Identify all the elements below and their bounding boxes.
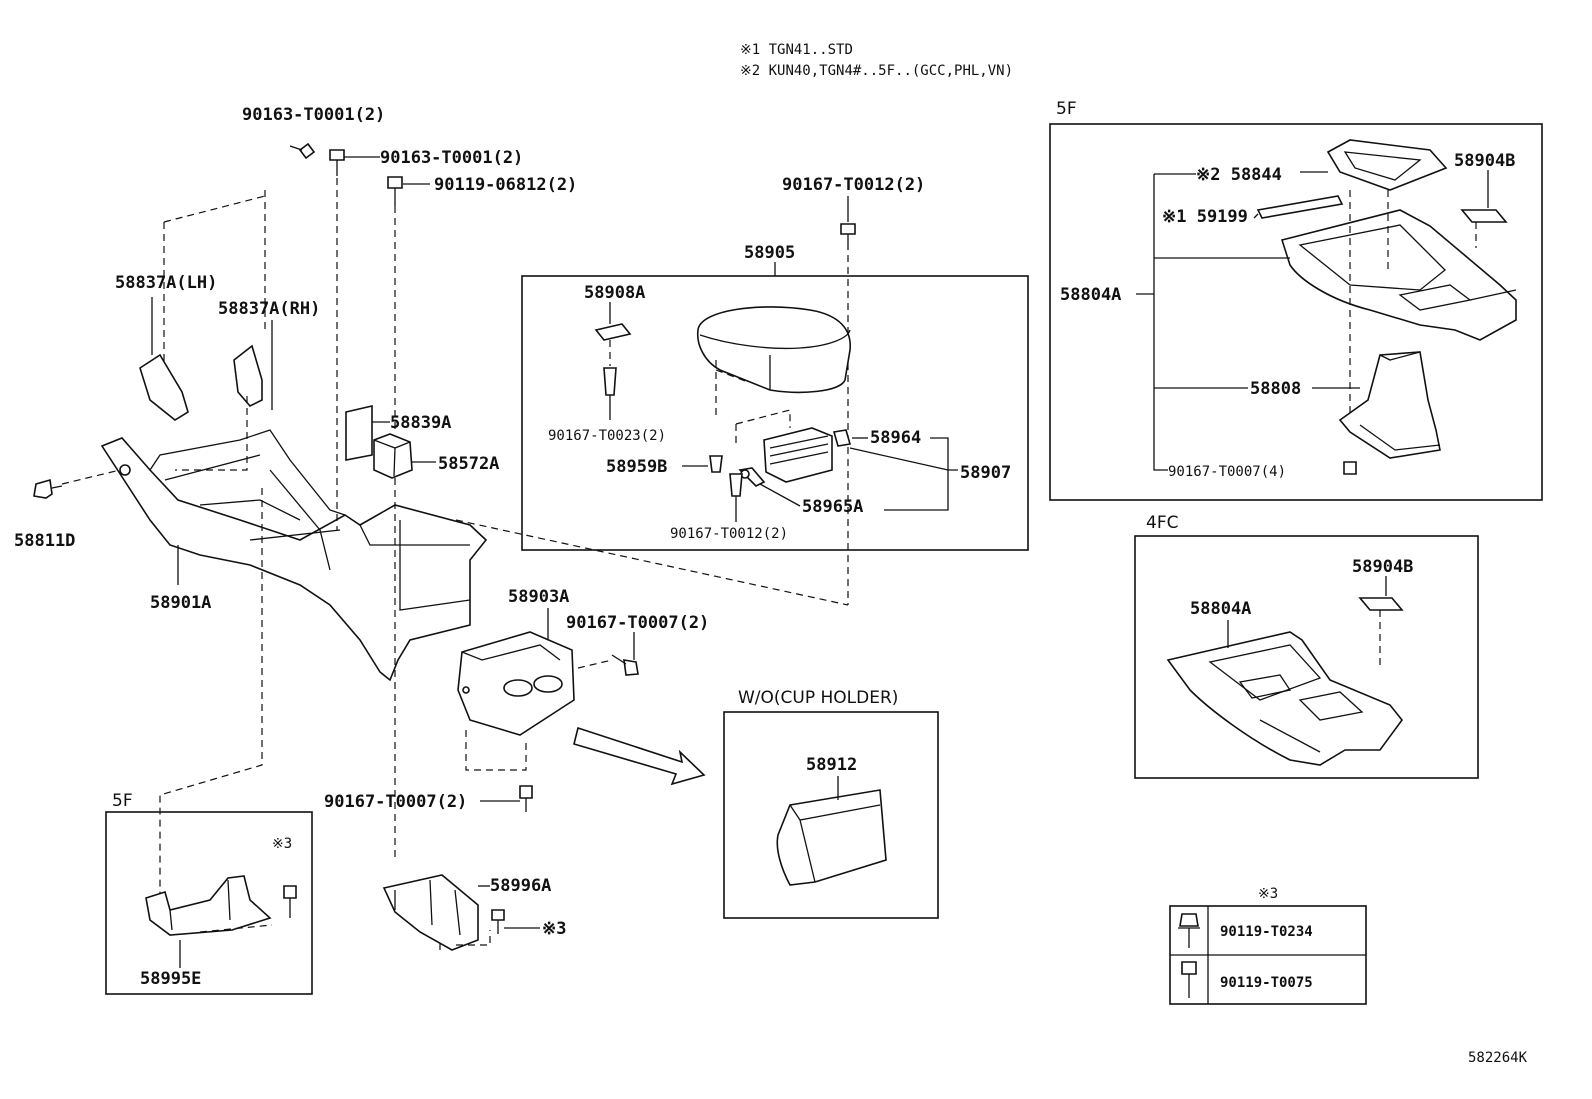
plate-58904b-5f: [1460, 209, 1508, 223]
pad-58839a: [345, 404, 373, 461]
label-58995-ref: ※3: [272, 836, 292, 852]
screw-90119-06812-icon: [387, 176, 403, 206]
bracket-58995e: [145, 875, 272, 936]
label-58903a: 58903A: [508, 587, 569, 607]
label-90167-t0023: 90167-T0023(2): [548, 428, 666, 444]
label-90167-t0012-top: 90167-T0012(2): [782, 175, 925, 195]
strip-59199: [1256, 195, 1344, 219]
label-58996a: 58996A: [490, 876, 551, 896]
flange-bolt-icon: [1178, 913, 1200, 948]
label-90167-t0007-a: 90167-T0007(2): [566, 613, 709, 633]
label-58965a: 58965A: [802, 497, 863, 517]
ref3-row-part: 90119-T0075: [1220, 975, 1313, 991]
panel-58912: [776, 789, 887, 886]
screw-90163-icon: [329, 149, 345, 176]
note-2: ※2 KUN40,TGN4#..5F..(GCC,PHL,VN): [740, 63, 1013, 79]
note-1: ※1 TGN41..STD: [740, 42, 853, 58]
shift-5f-box: [1049, 123, 1543, 501]
label-58844: ※2 58844: [1196, 165, 1282, 185]
armrest-lid: [696, 306, 851, 394]
label-90167-t0007-b: 90167-T0007(2): [324, 792, 467, 812]
title-without-cupholder: W/O(CUP HOLDER): [738, 688, 898, 708]
shift-boot-58808: [1338, 351, 1441, 459]
side-panel-rh: [233, 344, 263, 407]
label-58804a-5f: 58804A: [1060, 285, 1121, 305]
label-58572a: 58572A: [438, 454, 499, 474]
label-58904b-4fc: 58904B: [1352, 557, 1413, 577]
label-90119-06812: 90119-06812(2): [434, 175, 577, 195]
label-58811d: 58811D: [14, 531, 75, 551]
label-58901a: 58901A: [150, 593, 211, 613]
screw-90163-top-icon: [289, 142, 316, 160]
label-58905: 58905: [744, 243, 795, 263]
clip-58811d: [33, 478, 63, 499]
cover-58844: [1326, 139, 1448, 191]
label-58908a: 58908A: [584, 283, 645, 303]
title-4fc: 4FC: [1146, 513, 1178, 533]
label-58959b: 58959B: [606, 457, 667, 477]
side-panel-lh: [139, 353, 189, 421]
label-90163-top: 90163-T0001(2): [242, 105, 385, 125]
screw-90167-T0007-cup-icon: [611, 654, 639, 676]
label-59199: ※1 59199: [1162, 207, 1248, 227]
label-58837a-rh: 58837A(RH): [218, 299, 320, 319]
label-58996-ref: ※3: [542, 919, 566, 939]
ref3-table: 90119-T0234 90119-T0075: [1169, 905, 1367, 1005]
arrow-to-cupholder-icon: [573, 726, 706, 786]
screw-90167-T0012-box-icon: [729, 473, 743, 497]
figure-id: 582264K: [1468, 1050, 1528, 1066]
shift-4fc-box: [1134, 535, 1479, 779]
title-5f-small: 5F: [112, 791, 133, 811]
label-58907: 58907: [960, 463, 1011, 483]
cup-holder-58903a: [457, 631, 575, 736]
label-58995e: 58995E: [140, 969, 201, 989]
clip-58908a: [594, 323, 632, 341]
part-58964: [832, 429, 852, 447]
screw-90167-T0023-icon: [603, 367, 617, 396]
without-cupholder-box: [723, 711, 939, 919]
ref3-title: ※3: [1258, 886, 1278, 902]
console-body-58901a: [100, 429, 488, 682]
latch-58907: [763, 427, 833, 483]
screw-58959b-icon: [709, 455, 723, 473]
bolt-icon: [1181, 961, 1197, 998]
title-5f: 5F: [1056, 99, 1077, 119]
screw-58995-ref-icon: [283, 885, 297, 899]
label-58904b-5f: 58904B: [1454, 151, 1515, 171]
label-58839a: 58839A: [390, 413, 451, 433]
block-58572a: [373, 433, 413, 479]
label-90163-2: 90163-T0001(2): [380, 148, 523, 168]
bracket-5f-box: [105, 811, 313, 995]
label-90167-t0007-4: 90167-T0007(4): [1168, 464, 1286, 480]
label-58964: 58964: [870, 428, 921, 448]
screw-90167-T0007-bottom-icon: [519, 785, 533, 812]
armrest-box-58905: [521, 275, 1029, 551]
label-58837a-lh: 58837A(LH): [115, 273, 217, 293]
shift-panel-58804a-4fc: [1166, 631, 1404, 766]
ref3-row-part: 90119-T0234: [1220, 924, 1313, 940]
label-58912: 58912: [806, 755, 857, 775]
screw-90167-T0007-4-icon: [1343, 461, 1357, 475]
shift-panel-58804a-5f: [1280, 209, 1517, 341]
label-58808: 58808: [1250, 379, 1301, 399]
screw-58996-ref-icon: [491, 909, 505, 934]
plate-58904b-4fc: [1358, 597, 1404, 611]
label-58804a-4fc: 58804A: [1190, 599, 1251, 619]
label-90167-t0012-box: 90167-T0012(2): [670, 526, 788, 542]
screw-90167-T0012-top-icon: [840, 223, 856, 250]
